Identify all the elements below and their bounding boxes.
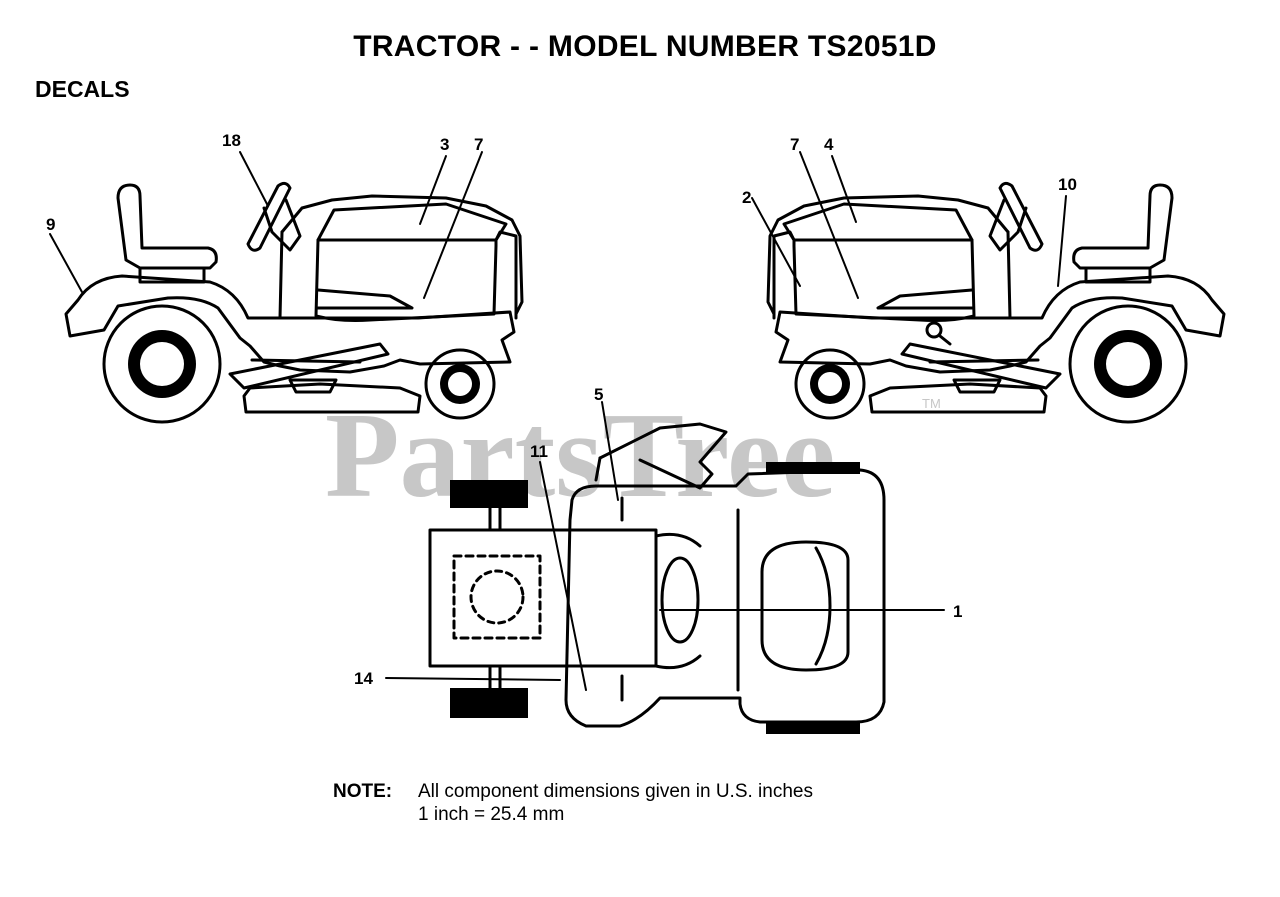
left-tractor-side-view bbox=[64, 181, 524, 424]
callout-14: 14 bbox=[354, 669, 373, 688]
callout-9: 9 bbox=[46, 215, 55, 234]
callout-5: 5 bbox=[594, 385, 603, 404]
section-heading: DECALS bbox=[35, 76, 130, 102]
watermark-text: PartsTree bbox=[325, 388, 835, 523]
trademark-mark: TM bbox=[922, 396, 941, 411]
callout-18: 18 bbox=[222, 131, 241, 150]
tractor-top-view bbox=[428, 422, 886, 734]
callout-4: 4 bbox=[824, 135, 834, 154]
callout-7-right: 7 bbox=[790, 135, 799, 154]
note-label: NOTE: bbox=[333, 781, 393, 802]
note-line-2: 1 inch = 25.4 mm bbox=[418, 804, 565, 825]
callout-2: 2 bbox=[742, 188, 751, 207]
callout-1: 1 bbox=[953, 602, 962, 621]
note-line-1: All component dimensions given in U.S. i… bbox=[418, 781, 813, 802]
callout-7-left: 7 bbox=[474, 135, 483, 154]
callout-3: 3 bbox=[440, 135, 449, 154]
right-tractor-side-view bbox=[766, 181, 1226, 424]
callout-10: 10 bbox=[1058, 175, 1077, 194]
diagram-title: TRACTOR - - MODEL NUMBER TS2051D bbox=[353, 30, 937, 63]
dimension-note: NOTE: All component dimensions given in U… bbox=[333, 780, 813, 826]
callout-11: 11 bbox=[530, 442, 548, 461]
leader-lines bbox=[49, 151, 1067, 691]
